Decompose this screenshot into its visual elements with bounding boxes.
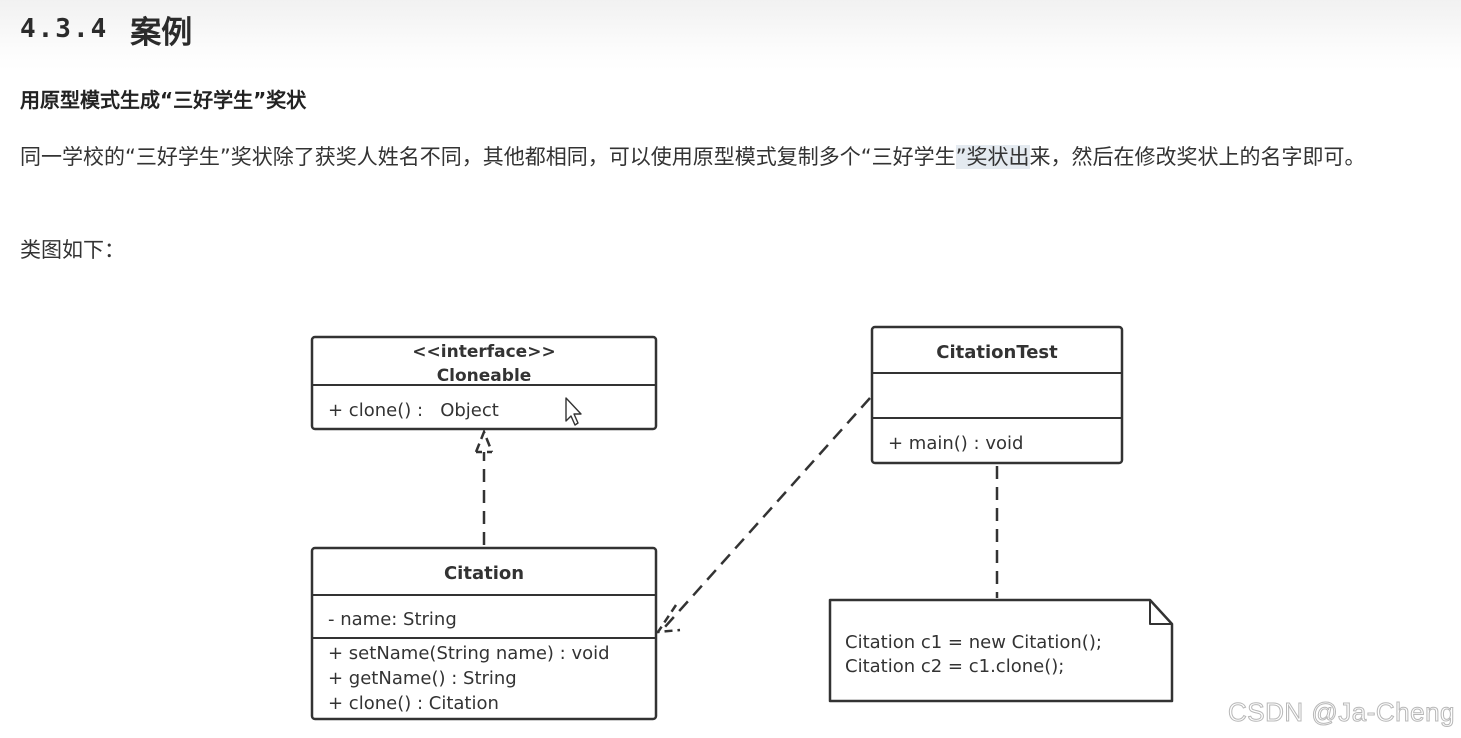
- paragraph-text-1: 同一学校的“三好学生”奖状除了获奖人姓名不同，其他都相同，可以使用原型模式复制多…: [20, 145, 956, 169]
- realization-arrow: [474, 428, 494, 545]
- section-title: 案例: [130, 14, 193, 51]
- cloneable-name: Cloneable: [437, 366, 532, 386]
- citation-name: Citation: [444, 563, 524, 584]
- citation-attribute: - name: String: [328, 609, 457, 630]
- citation-method-clone: + clone() : Citation: [328, 693, 499, 714]
- citationtest-class-box[interactable]: CitationTest + main() : void: [870, 325, 1124, 465]
- note-line-2: Citation c2 = c1.clone();: [845, 656, 1064, 677]
- note-line-1: Citation c1 = new Citation();: [845, 632, 1102, 653]
- code-note: Citation c1 = new Citation(); Citation c…: [828, 598, 1174, 703]
- paragraph-highlight: ”奖状出: [955, 145, 1030, 169]
- citation-method-setname: + setName(String name) : void: [328, 643, 610, 664]
- citation-class-box[interactable]: Citation - name: String + setName(String…: [310, 546, 658, 721]
- diagram-lead-text: 类图如下：: [20, 238, 125, 262]
- cloneable-method: + clone() : Object: [328, 400, 499, 421]
- citation-method-getname: + getName() : String: [328, 668, 517, 689]
- dependency-arrow: [655, 397, 871, 634]
- case-subheading: 用原型模式生成“三好学生”奖状: [20, 88, 307, 112]
- citationtest-method: + main() : void: [888, 433, 1023, 454]
- section-number: 4.3.4: [20, 14, 109, 44]
- paragraph-text-2: 来，然后在修改奖状上的名字即可。: [1029, 145, 1366, 169]
- watermark: CSDN @Ja-Cheng: [1227, 697, 1455, 728]
- mouse-cursor-icon: [565, 397, 582, 426]
- cloneable-class-box[interactable]: <<interface>> Cloneable + clone() : Obje…: [310, 335, 658, 431]
- section-heading: 4.3.4 案例: [20, 6, 192, 52]
- citationtest-name: CitationTest: [936, 342, 1058, 363]
- description-paragraph: 同一学校的“三好学生”奖状除了获奖人姓名不同，其他都相同，可以使用原型模式复制多…: [20, 139, 1452, 176]
- cloneable-stereotype: <<interface>>: [412, 342, 555, 362]
